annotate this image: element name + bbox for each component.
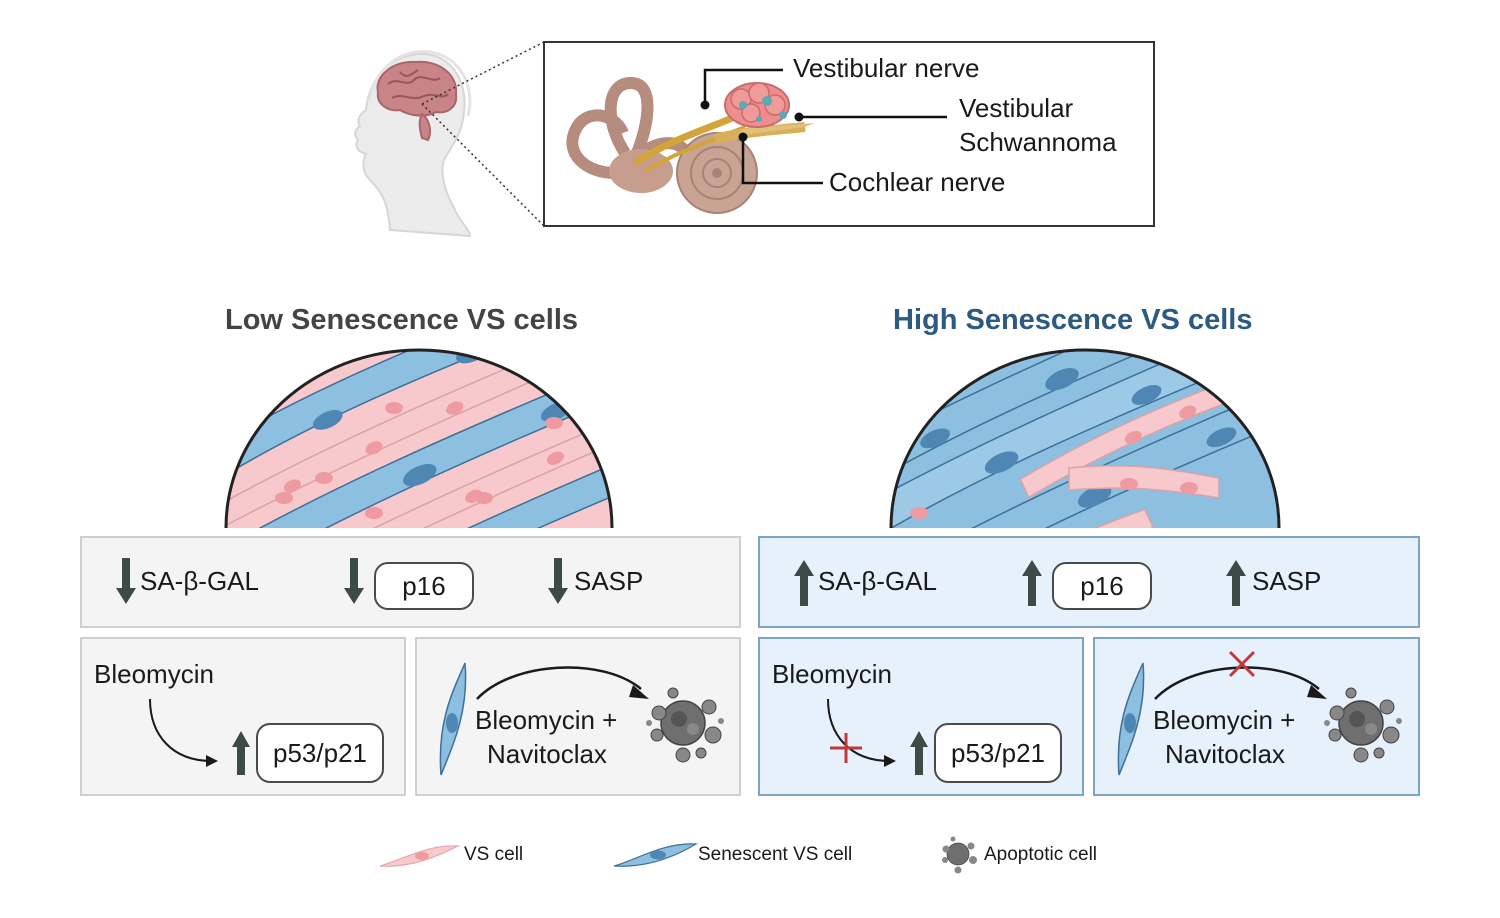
up-arrow-icon xyxy=(232,731,250,775)
low-sasp-label: SASP xyxy=(574,566,644,596)
apoptotic-cell-icon xyxy=(942,836,977,874)
senescent-cell-icon xyxy=(613,843,698,867)
curved-arrow-icon xyxy=(149,698,218,767)
vestibular-schwannoma-label-2: Schwannoma xyxy=(959,127,1117,157)
high-tissue-dome xyxy=(889,348,1281,529)
up-arrow-icon xyxy=(910,731,928,775)
apoptotic-cell-icon xyxy=(1324,687,1402,763)
low-senescence-title: Low Senescence VS cells xyxy=(225,304,579,336)
low-sa-gal-label: SA-β-GAL xyxy=(140,566,259,596)
down-arrow-icon xyxy=(344,558,364,604)
low-combo-panel: Bleomycin + Navitoclax xyxy=(415,637,741,796)
legend-senescent: Senescent VS cell xyxy=(698,844,853,865)
cochlear-nerve-label: Cochlear nerve xyxy=(829,167,1006,197)
high-senescence-title: High Senescence VS cells xyxy=(893,304,1253,336)
legend: VS cell Senescent VS cell Apoptotic cell xyxy=(378,834,1138,878)
low-marker-panel: SA-β-GAL p16 SASP xyxy=(80,536,741,628)
inner-ear-inset: Vestibular nerve Vestibular Schwannoma C… xyxy=(543,41,1155,227)
vs-cell-icon xyxy=(379,845,460,867)
high-sa-gal-label: SA-β-GAL xyxy=(818,566,937,596)
apoptotic-cell-icon xyxy=(646,687,724,763)
high-sasp-label: SASP xyxy=(1252,566,1322,596)
cross-icon xyxy=(1228,650,1256,678)
high-bleomycin-panel: Bleomycin p53/p21 xyxy=(758,637,1084,796)
curved-arrow-icon xyxy=(827,698,896,767)
high-combo-label-2: Navitoclax xyxy=(1165,739,1285,769)
down-arrow-icon xyxy=(548,558,568,604)
cross-icon xyxy=(830,733,862,763)
low-combo-label-1: Bleomycin + xyxy=(475,705,618,735)
low-combo-label-2: Navitoclax xyxy=(487,739,607,769)
vestibular-schwannoma-label-1: Vestibular xyxy=(959,93,1074,123)
low-bleomycin-label: Bleomycin xyxy=(94,659,214,689)
up-arrow-icon xyxy=(794,560,814,606)
high-marker-panel: SA-β-GAL p16 SASP xyxy=(758,536,1420,628)
schwannoma-icon xyxy=(724,82,790,128)
vestibular-nerve-label: Vestibular nerve xyxy=(793,53,980,83)
high-p16-pill: p16 xyxy=(1052,562,1152,610)
high-combo-panel: Bleomycin + Navitoclax xyxy=(1093,637,1420,796)
low-p53-pill: p53/p21 xyxy=(256,723,384,783)
up-arrow-icon xyxy=(1022,560,1042,606)
up-arrow-icon xyxy=(1226,560,1246,606)
legend-vs-cell: VS cell xyxy=(464,844,524,865)
low-bleomycin-panel: Bleomycin p53/p21 xyxy=(80,637,406,796)
spindle-cell-icon xyxy=(1117,662,1145,776)
low-tissue-dome xyxy=(224,348,614,529)
spindle-cell-icon xyxy=(439,662,467,776)
head-brain-icon xyxy=(354,50,472,238)
down-arrow-icon xyxy=(116,558,136,604)
zoom-lines xyxy=(421,41,545,227)
inner-ear-icon xyxy=(566,68,947,214)
high-combo-label-1: Bleomycin + xyxy=(1153,705,1296,735)
legend-apoptotic: Apoptotic cell xyxy=(984,844,1098,865)
high-p53-pill: p53/p21 xyxy=(934,723,1062,783)
low-p16-pill: p16 xyxy=(374,562,474,610)
curved-arrow-icon xyxy=(476,666,649,700)
high-bleomycin-label: Bleomycin xyxy=(772,659,892,689)
